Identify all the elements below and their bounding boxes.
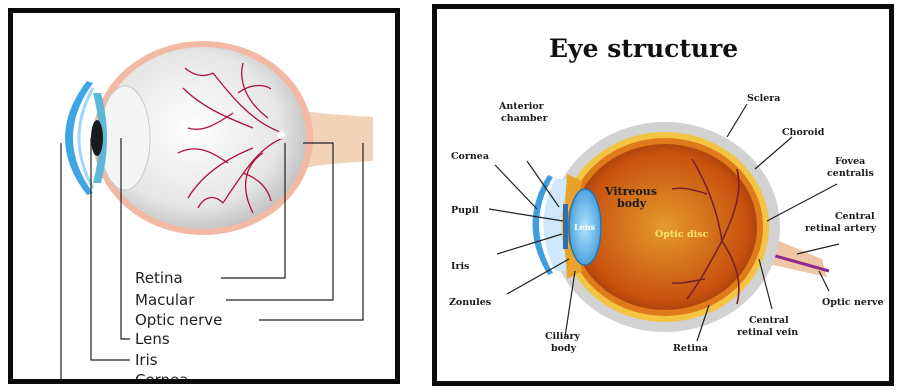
label-retinal-vein: retinal vein <box>737 327 798 338</box>
label-centralis: centralis <box>827 168 874 179</box>
label-retina: Retina <box>135 269 183 287</box>
label-retina-right: Retina <box>673 343 708 354</box>
diagram-title: Eye structure <box>549 34 738 63</box>
label-lens: Lens <box>135 330 170 348</box>
label-central-vein: Central <box>749 315 789 326</box>
label-ciliary: Ciliary <box>545 331 581 342</box>
label-iris: Iris <box>135 351 158 369</box>
leader-choroid <box>755 137 792 169</box>
macula-spot <box>277 131 285 139</box>
right-eye-illustration: Eye structure Lens <box>437 9 889 381</box>
lens-shape <box>100 86 150 190</box>
right-eye-diagram-panel: Eye structure Lens <box>432 4 894 386</box>
label-cornea-right: Cornea <box>451 151 489 162</box>
label-chamber: chamber <box>501 113 549 124</box>
pupil-shape <box>91 120 103 156</box>
left-eye-illustration: Retina Macular Optic nerve Lens Iris Cor… <box>13 13 395 379</box>
label-lens-inner: Lens <box>574 222 596 232</box>
label-pupil: Pupil <box>451 205 479 216</box>
leader-zonules <box>507 259 569 294</box>
label-choroid: Choroid <box>782 127 825 138</box>
left-eye-diagram-panel: Retina Macular Optic nerve Lens Iris Cor… <box>8 8 400 384</box>
leader-central-retinal-artery <box>797 244 839 254</box>
label-optic-nerve: Optic nerve <box>135 311 222 329</box>
label-optic-disc: Optic disc <box>655 229 709 240</box>
leader-fovea <box>767 184 837 221</box>
label-cornea: Cornea <box>135 371 188 379</box>
label-zonules: Zonules <box>449 297 491 308</box>
label-vitreous-body: body <box>617 197 647 210</box>
label-fovea: Fovea <box>835 156 865 167</box>
iris-shape-right <box>563 204 568 249</box>
leader-sclera <box>727 104 747 137</box>
label-sclera: Sclera <box>747 93 780 104</box>
label-retinal-artery: retinal artery <box>805 223 877 234</box>
label-optic-nerve-right: Optic nerve <box>822 297 884 308</box>
leader-cornea-right <box>495 165 537 209</box>
label-ciliary-body: body <box>551 343 577 354</box>
label-central-artery: Central <box>835 211 875 222</box>
label-macular: Macular <box>135 291 195 309</box>
label-anterior: Anterior <box>498 101 545 112</box>
label-iris-right: Iris <box>451 261 469 272</box>
